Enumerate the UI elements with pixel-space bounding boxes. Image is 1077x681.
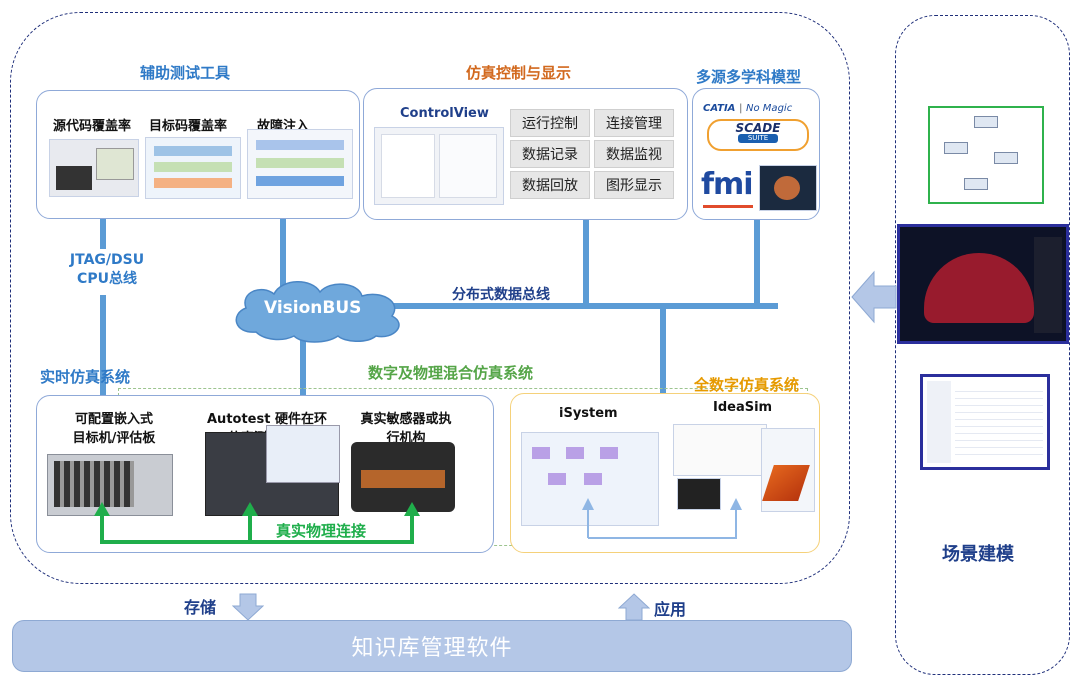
store-arrow: [232, 593, 264, 621]
controlview-label: ControlView: [400, 106, 489, 121]
full-digital-box: iSystem IdeaSim: [510, 393, 820, 553]
ideasim-scope-image: [677, 478, 721, 510]
target-coverage-diagram: [145, 137, 241, 199]
bus-drop-digital: [660, 306, 666, 394]
multi-model-title: 多源多学科模型: [696, 68, 802, 86]
physical-connection-label: 真实物理连接: [276, 522, 367, 540]
scade-logo: SCADE SUITE: [707, 119, 809, 151]
fault-injection-diagram: [247, 129, 353, 199]
scene-diagram-image: [928, 106, 1044, 204]
hybrid-title: 数字及物理混合仿真系统: [368, 364, 534, 382]
autotest-device-image: [205, 425, 340, 516]
physical-connection-lines: [94, 502, 420, 544]
controlview-screenshot: [374, 127, 504, 205]
target-line1: 可配置嵌入式: [74, 412, 153, 427]
bus-drop-autotest: [300, 330, 306, 405]
connection-manage-button[interactable]: 连接管理: [594, 109, 674, 137]
knowledge-base-label: 知识库管理软件: [351, 636, 513, 661]
nomagic-text: No Magic: [746, 103, 793, 114]
visionbus-cloud: [235, 281, 400, 343]
apply-arrow: [618, 593, 650, 621]
scene-table-image: [920, 374, 1050, 470]
distributed-bus-label: 分布式数据总线: [452, 287, 550, 303]
data-replay-button[interactable]: 数据回放: [510, 171, 590, 199]
multi-model-box: CATIA | No Magic SCADE SUITE fmi: [692, 88, 820, 220]
isystem-screenshot: [521, 432, 659, 526]
fmi-logo: fmi: [701, 167, 754, 202]
bus-drop-aux: [280, 219, 286, 289]
autotest-line1: Autotest 硬件在环: [207, 412, 327, 427]
main-system-frame: [10, 12, 850, 584]
jtag-line2: CPU总线: [77, 271, 137, 287]
ideasim-diagram: [673, 424, 767, 476]
jtag-line: [100, 295, 106, 395]
fmi-underline: [703, 205, 753, 208]
bus-drop-models: [754, 220, 760, 306]
apply-label: 应用: [654, 600, 687, 619]
model-render-image: [759, 165, 817, 211]
target-board-chassis-image: [47, 454, 173, 516]
sensor-actuator-image: [351, 442, 455, 512]
scade-text: SCADE: [735, 121, 781, 135]
source-coverage-label: 源代码覆盖率: [53, 119, 132, 134]
sim-control-box: ControlView 运行控制 连接管理 数据记录 数据监视 数据回放 图形显…: [363, 88, 688, 220]
catia-logo: CATIA | No Magic: [703, 103, 793, 114]
scene-modeling-label: 场景建模: [942, 544, 1014, 565]
store-label: 存储: [184, 598, 217, 617]
scene-to-main-arrow: [851, 270, 897, 324]
ideasim-label: IdeaSim: [713, 400, 773, 415]
sensor-label: 真实敏感器或执 行机构: [343, 408, 469, 446]
realtime-box: 可配置嵌入式 目标机/评估板 Autotest 硬件在环 仿真测试设备 真实敏感…: [36, 395, 494, 553]
full-digital-title: 全数字仿真系统: [694, 376, 800, 394]
data-record-button[interactable]: 数据记录: [510, 140, 590, 168]
aux-tools-box: 源代码覆盖率 目标码覆盖率 故障注入: [36, 90, 360, 219]
graph-display-button[interactable]: 图形显示: [594, 171, 674, 199]
digital-feedback-arrow: [582, 498, 742, 539]
matlab-logo-image: [761, 428, 815, 512]
suite-text: SUITE: [738, 134, 778, 143]
target-coverage-label: 目标码覆盖率: [149, 119, 228, 134]
knowledge-base-bar: 知识库管理软件: [12, 620, 852, 672]
target-board-label: 可配置嵌入式 目标机/评估板: [51, 408, 177, 446]
coverage-device-image: [49, 139, 139, 197]
jtag-line1: JTAG/DSU: [69, 252, 145, 268]
bus-drop-control: [583, 220, 589, 306]
sim-control-title: 仿真控制与显示: [466, 64, 572, 82]
realtime-title: 实时仿真系统: [40, 368, 131, 386]
jtag-line-upper: [100, 219, 106, 249]
target-line2: 目标机/评估板: [72, 431, 156, 446]
visionbus-label: VisionBUS: [264, 298, 362, 318]
aux-tools-title: 辅助测试工具: [140, 64, 231, 82]
jtag-label: JTAG/DSU CPU总线: [52, 252, 162, 288]
run-control-button[interactable]: 运行控制: [510, 109, 590, 137]
catia-text: CATIA: [703, 103, 736, 114]
scene-3d-image: [897, 224, 1069, 344]
scene-modeling-frame: [895, 15, 1070, 675]
data-bus-horizontal: [300, 303, 778, 309]
sensor-line1: 真实敏感器或执: [360, 412, 452, 427]
data-monitor-button[interactable]: 数据监视: [594, 140, 674, 168]
isystem-label: iSystem: [559, 406, 618, 421]
